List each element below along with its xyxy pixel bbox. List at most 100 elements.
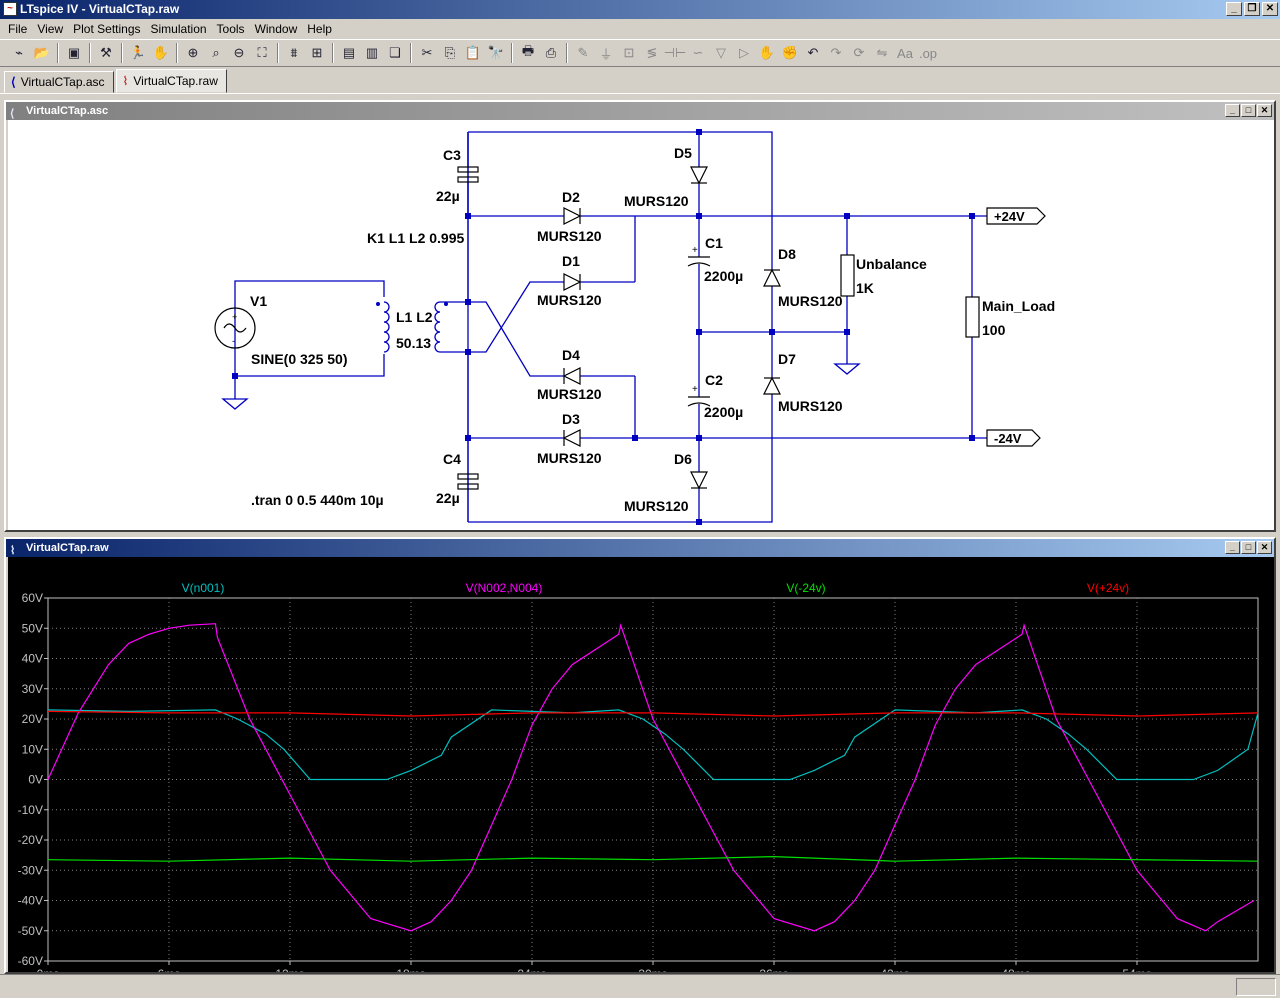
find-icon[interactable]: 🔭 (487, 45, 505, 60)
d7-value[interactable]: MURS120 (778, 398, 843, 414)
capacitor-icon[interactable]: ⊣⊢ (663, 45, 687, 60)
cut-icon[interactable]: ✂ (421, 45, 433, 60)
print-preview-icon[interactable]: 🖶 (521, 43, 535, 58)
c2-label[interactable]: C2 (705, 372, 723, 388)
wire-icon[interactable]: ✎ (577, 45, 589, 60)
menu-plot-settings[interactable]: Plot Settings (73, 21, 141, 36)
c4-value[interactable]: 22µ (436, 490, 460, 506)
d5-value[interactable]: MURS120 (624, 193, 689, 209)
print-icon[interactable]: ⎙ (545, 45, 557, 60)
d6-label[interactable]: D6 (674, 451, 692, 467)
v1-value[interactable]: SINE(0 325 50) (251, 351, 348, 367)
tile-horizontal-icon[interactable]: ▥ (365, 45, 379, 60)
new-schematic-icon[interactable]: ⌁ (15, 45, 23, 60)
rotate-icon[interactable]: ⟳ (853, 45, 865, 60)
spice-directive-icon[interactable]: .op (918, 45, 938, 61)
coupling-directive[interactable]: K1 L1 L2 0.995 (367, 230, 464, 246)
d4-value[interactable]: MURS120 (537, 386, 602, 402)
close-button[interactable]: ✕ (1257, 541, 1272, 554)
halt-icon[interactable]: ✋ (152, 45, 170, 60)
open-icon[interactable]: 📂 (33, 45, 51, 60)
document-tabs: ⟨ VirtualCTap.asc ⌇ VirtualCTap.raw (0, 68, 1280, 94)
grid-icon[interactable]: ⊞ (311, 45, 323, 60)
inductor-icon[interactable]: ∽ (692, 45, 704, 60)
menu-window[interactable]: Window (254, 21, 298, 36)
c4-label[interactable]: C4 (443, 451, 461, 467)
c3-value[interactable]: 22µ (436, 188, 460, 204)
r-unbalance-value[interactable]: 1K (856, 280, 874, 296)
menu-tools[interactable]: Tools (216, 21, 245, 36)
tab-waveform[interactable]: ⌇ VirtualCTap.raw (115, 69, 227, 93)
d8-label[interactable]: D8 (778, 246, 796, 262)
waveform-title-bar: ⌇ VirtualCTap.raw _ □ ✕ (6, 539, 1274, 557)
d2-label[interactable]: D2 (562, 189, 580, 205)
maximize-button[interactable]: □ (1241, 541, 1256, 554)
close-button[interactable]: ✕ (1257, 104, 1272, 117)
save-icon[interactable]: ▣ (67, 45, 81, 60)
menu-view[interactable]: View (37, 21, 64, 36)
ground-icon[interactable]: ⏚ (599, 46, 613, 62)
r-unbalance-label[interactable]: Unbalance (856, 256, 927, 272)
c3-label[interactable]: C3 (443, 147, 461, 163)
restore-button[interactable]: ❐ (1244, 2, 1260, 16)
menu-help[interactable]: Help (307, 21, 332, 36)
v1-label[interactable]: V1 (250, 293, 267, 309)
undo-icon[interactable]: ↶ (807, 45, 819, 60)
inductor-label[interactable]: L1 L2 (396, 309, 433, 325)
menu-simulation[interactable]: Simulation (150, 21, 207, 36)
minimize-button[interactable]: _ (1225, 104, 1240, 117)
d6-value[interactable]: MURS120 (624, 498, 689, 514)
run-icon[interactable]: 🏃 (129, 45, 147, 60)
component-icon[interactable]: ▷ (739, 45, 749, 60)
y-tick-label: 10V (22, 742, 43, 756)
inductor-value[interactable]: 50.13 (396, 335, 431, 351)
schematic-window: ⟨ VirtualCTap.asc _ □ ✕ (4, 100, 1276, 532)
zoom-in-icon[interactable]: ⊕ (187, 45, 199, 60)
diode-icon[interactable]: ▽ (716, 45, 726, 60)
drag-icon[interactable]: ✊ (781, 45, 799, 60)
autorange-icon[interactable]: ⩩ (290, 45, 298, 60)
move-icon[interactable]: ✋ (758, 45, 776, 60)
maximize-button[interactable]: □ (1241, 104, 1256, 117)
d5-label[interactable]: D5 (674, 145, 692, 161)
zoom-out-icon[interactable]: ⊖ (233, 45, 245, 60)
r-main-load-label[interactable]: Main_Load (982, 298, 1055, 314)
paste-icon[interactable]: 📋 (464, 45, 482, 60)
copy-icon[interactable]: ⎘ (444, 45, 456, 60)
label-icon[interactable]: ⊡ (623, 45, 635, 60)
d3-label[interactable]: D3 (562, 411, 580, 427)
zoom-area-icon[interactable]: ⌕ (212, 45, 220, 60)
zoom-fit-icon[interactable]: ⛶ (257, 45, 267, 60)
tile-vertical-icon[interactable]: ▤ (342, 45, 356, 60)
c1-label[interactable]: C1 (705, 235, 723, 251)
d4-label[interactable]: D4 (562, 347, 580, 363)
d1-value[interactable]: MURS120 (537, 292, 602, 308)
menu-file[interactable]: File (8, 21, 28, 36)
c1-value[interactable]: 2200µ (704, 268, 743, 284)
d7-label[interactable]: D7 (778, 351, 796, 367)
minimize-button[interactable]: _ (1226, 2, 1242, 16)
r-main-load-value[interactable]: 100 (982, 322, 1006, 338)
trace-v-n002-n004- (47, 622, 1255, 932)
d3-value[interactable]: MURS120 (537, 450, 602, 466)
svg-text:+: + (692, 245, 698, 256)
minimize-button[interactable]: _ (1225, 541, 1240, 554)
d2-value[interactable]: MURS120 (537, 228, 602, 244)
close-button[interactable]: ✕ (1262, 2, 1278, 16)
cascade-icon[interactable]: ❏ (389, 45, 401, 60)
net-label-pos24v[interactable]: +24V (994, 209, 1025, 224)
d1-label[interactable]: D1 (562, 253, 580, 269)
net-label-neg24v[interactable]: -24V (994, 431, 1022, 446)
tran-directive[interactable]: .tran 0 0.5 440m 10µ (251, 492, 384, 508)
redo-icon[interactable]: ↷ (830, 45, 842, 60)
text-icon[interactable]: Aa (897, 45, 913, 61)
schematic-canvas[interactable]: + + + - (8, 120, 1274, 530)
c2-value[interactable]: 2200µ (704, 404, 743, 420)
waveform-plot[interactable]: 60V50V40V30V20V10V0V-10V-20V-30V-40V-50V… (8, 557, 1274, 972)
tab-schematic[interactable]: ⟨ VirtualCTap.asc (4, 71, 114, 93)
resistor-icon[interactable]: ≶ (646, 45, 658, 60)
control-panel-icon[interactable]: ⚒ (100, 45, 112, 60)
mirror-icon[interactable]: ⇋ (876, 45, 888, 60)
d8-value[interactable]: MURS120 (778, 293, 843, 309)
